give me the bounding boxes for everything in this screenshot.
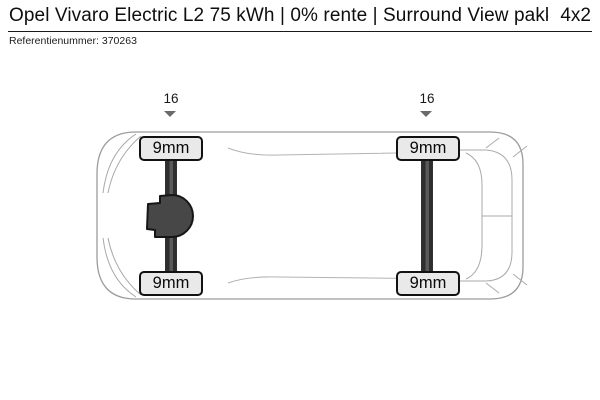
rear-axle (421, 144, 433, 288)
motor-shape (146, 194, 194, 238)
tire-front-top-tread: 9mm (139, 136, 203, 161)
rear-rim-arrow-icon (420, 111, 432, 117)
tire-rear-top-tread: 9mm (396, 136, 460, 161)
rear-door-lines (460, 137, 528, 294)
side-body-lines (227, 147, 456, 284)
front-rim-arrow-icon (164, 111, 176, 117)
tire-rear-bottom-tread: 9mm (396, 271, 460, 296)
windshield-lines (102, 133, 142, 298)
header: Opel Vivaro Electric L2 75 kWh | 0% rent… (0, 0, 600, 50)
tire-front-bottom-tread: 9mm (139, 271, 203, 296)
drivetrain-badge: 4x2 (560, 5, 591, 26)
front-rim-size-label: 16 (163, 91, 179, 106)
rear-rim-size-label: 16 (419, 91, 435, 106)
reference-row: Referentienummer:370263 (0, 32, 600, 50)
reference-value: 370263 (101, 35, 137, 47)
title-row: Opel Vivaro Electric L2 75 kWh | 0% rent… (0, 0, 600, 31)
header-divider (8, 31, 592, 32)
page-title: Opel Vivaro Electric L2 75 kWh | 0% rent… (9, 5, 549, 26)
van-body-outline (96, 131, 524, 300)
reference-label: Referentienummer: (9, 35, 99, 47)
